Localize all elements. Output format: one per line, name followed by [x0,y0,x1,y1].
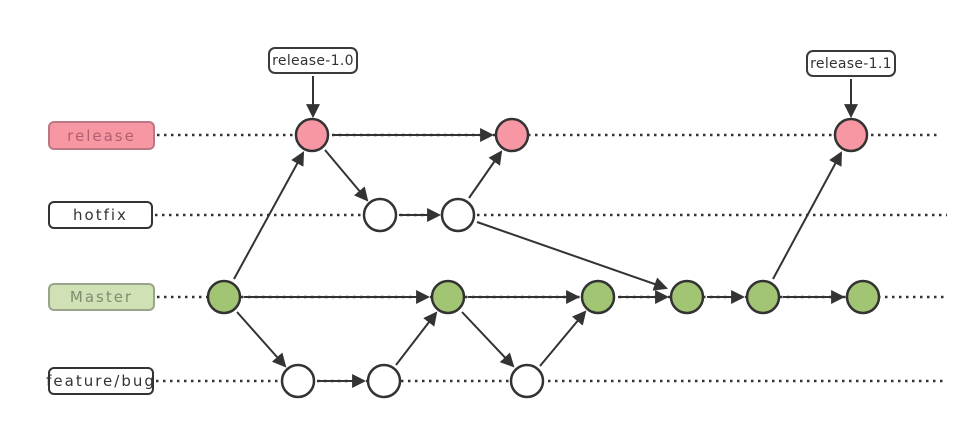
feature-commit-3-node [509,363,545,399]
edge-master1-to-release1 [233,151,305,280]
edge-hotfix2-to-release2 [468,150,503,199]
master-commit-6-node [845,279,881,315]
feature-commit-2-node [366,363,402,399]
release-commit-2-node [494,117,530,153]
lane-label-release: release [48,121,155,150]
edges-group [233,76,858,388]
feature-commit-1-node [280,363,316,399]
hotfix-commit-2-node [440,197,476,233]
lane-label-feature-bug-text: feature/bug [46,372,156,390]
master-commit-4-node [669,279,705,315]
lane-label-hotfix-text: hotfix [73,206,128,224]
tag-release-1-1-text: release-1.1 [810,55,892,72]
lane-label-master: Master [48,283,155,311]
tag-release-1-0: release-1.0 [268,47,358,74]
edge-feature3-to-master3 [539,310,587,367]
hotfix-commit-1-node [362,197,398,233]
edge-master2-to-feature3 [461,311,515,368]
lane-lines-group [155,133,947,383]
tag-release-1-1: release-1.1 [806,50,896,77]
tag-release-1-0-text: release-1.0 [272,52,354,69]
master-commit-1-node [206,279,242,315]
lane-label-master-text: Master [69,288,134,306]
edge-feature2-to-master2 [395,311,438,366]
release-commit-1-node [294,117,330,153]
edge-master5-to-release3 [772,151,842,280]
edge-master1-to-feature1 [236,311,287,368]
master-commit-3-node [580,279,616,315]
lane-label-release-text: release [67,126,136,145]
lane-label-hotfix: hotfix [48,201,153,229]
edge-hotfix2-to-master4 [476,221,668,291]
master-commit-2-node [430,279,466,315]
edge-release1-to-hotfix1 [324,149,369,202]
commit-nodes-group [206,117,881,399]
release-commit-3-node [833,117,869,153]
master-commit-5-node [745,279,781,315]
lane-label-feature-bug: feature/bug [46,367,156,395]
